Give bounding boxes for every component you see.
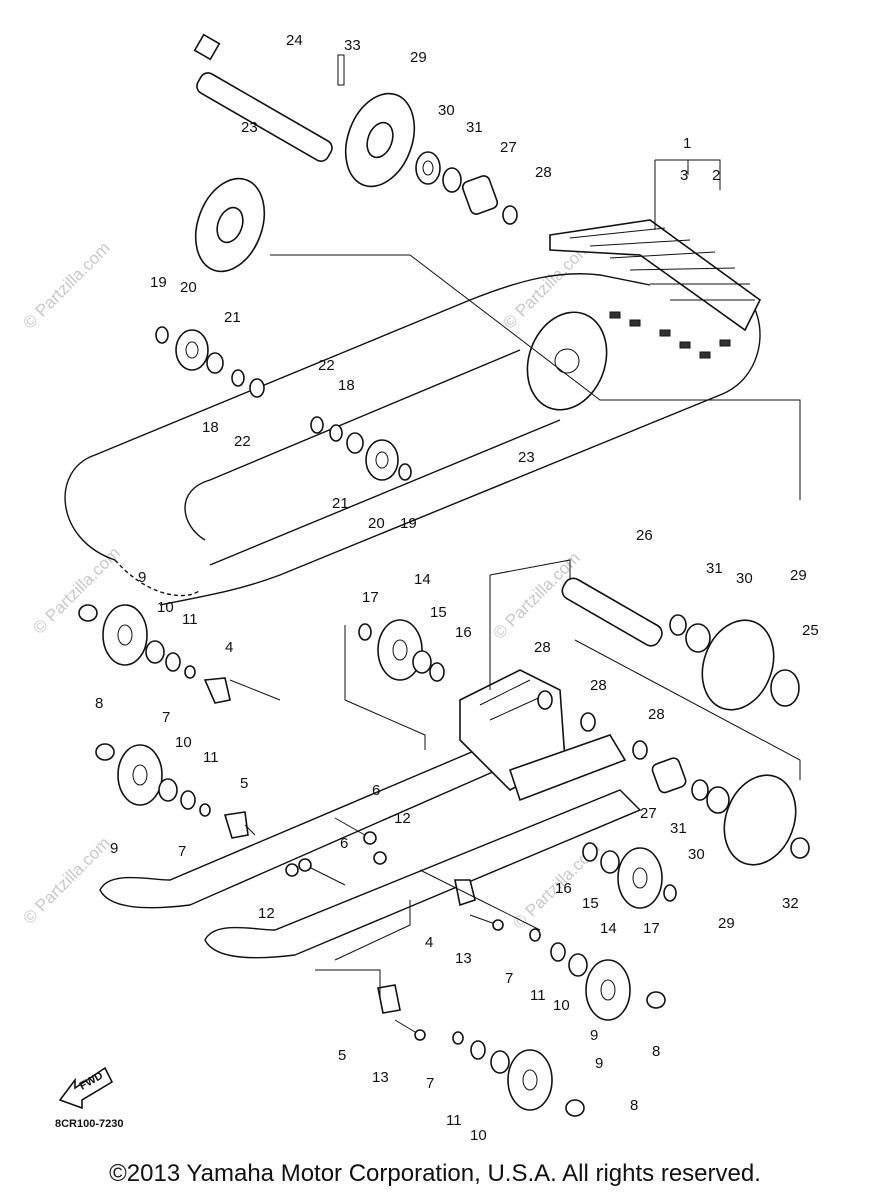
part-number-label: 9 xyxy=(110,840,118,857)
part-number-label: 16 xyxy=(555,880,572,897)
watermarks: © Partzilla.com © Partzilla.com © Partzi… xyxy=(19,238,603,932)
fasteners xyxy=(285,817,504,1041)
part-number-label: 30 xyxy=(438,102,455,119)
part-number-label: 9 xyxy=(595,1055,603,1072)
part-number-label: 24 xyxy=(286,32,303,49)
part-number-label: 13 xyxy=(455,950,472,967)
fwd-arrow: FWD xyxy=(58,1066,114,1110)
part-number-label: 14 xyxy=(600,920,617,937)
track-belt xyxy=(64,219,762,606)
watermark: © Partzilla.com xyxy=(19,238,113,332)
part-number-label: 18 xyxy=(202,419,219,436)
part-number-label: 8 xyxy=(630,1097,638,1114)
part-number-label: 7 xyxy=(426,1075,434,1092)
reference-lines xyxy=(229,159,801,1000)
part-number-label: 20 xyxy=(368,515,385,532)
part-number-label: 10 xyxy=(470,1127,487,1144)
rear-shaft xyxy=(561,577,663,647)
part-number-label: 12 xyxy=(394,810,411,827)
hex-end xyxy=(193,33,221,61)
idler-wheels xyxy=(78,604,677,1117)
part-number-label: 9 xyxy=(590,1027,598,1044)
part-number-label: 1 xyxy=(683,135,691,152)
part-number-label: 12 xyxy=(258,905,275,922)
watermark: © Partzilla.com xyxy=(19,833,113,927)
part-number-label: 27 xyxy=(500,139,517,156)
part-number-label: 21 xyxy=(332,495,349,512)
part-number-label: 29 xyxy=(718,915,735,932)
part-number-label: 14 xyxy=(414,571,431,588)
part-number-label: 7 xyxy=(178,843,186,860)
rear-axle-group xyxy=(537,577,810,866)
part-number-label: 3 xyxy=(680,167,688,184)
part-number-label: 30 xyxy=(736,570,753,587)
track-cleats xyxy=(549,219,762,359)
part-number-label: 10 xyxy=(553,997,570,1014)
part-number-label: 28 xyxy=(534,639,551,656)
part-number-label: 2 xyxy=(712,167,720,184)
part-number-label: 4 xyxy=(425,934,433,951)
part-number-label: 4 xyxy=(225,639,233,656)
part-number-label: 11 xyxy=(203,749,219,766)
part-number-label: 32 xyxy=(782,895,799,912)
part-number-label: 6 xyxy=(340,835,348,852)
part-number-label: 20 xyxy=(180,279,197,296)
slide-rails xyxy=(99,669,642,959)
part-number-label: 28 xyxy=(590,677,607,694)
part-number-label: 31 xyxy=(466,119,483,136)
part-number-label: 16 xyxy=(455,624,472,641)
part-number-label: 23 xyxy=(241,119,258,136)
part-number-label: 17 xyxy=(362,589,379,606)
part-number-label: 22 xyxy=(234,433,251,450)
copyright-notice: ©2013 Yamaha Motor Corporation, U.S.A. A… xyxy=(109,1160,761,1187)
part-number-label: 23 xyxy=(518,449,535,466)
part-number-label: 8 xyxy=(95,695,103,712)
part-number-label: 8 xyxy=(652,1043,660,1060)
part-number-label: 28 xyxy=(648,706,665,723)
part-number-label: 31 xyxy=(670,820,687,837)
part-number-label: 13 xyxy=(372,1069,389,1086)
part-number-label: 21 xyxy=(224,309,241,326)
part-number-label: 19 xyxy=(400,515,417,532)
part-number-label: 26 xyxy=(636,527,653,544)
part-number-label: 6 xyxy=(372,782,380,799)
part-number-label: 10 xyxy=(157,599,174,616)
part-number-label: 11 xyxy=(446,1112,462,1129)
axle-shaft xyxy=(196,72,333,162)
part-number-label: 11 xyxy=(182,611,198,628)
part-number-label: 11 xyxy=(530,987,546,1004)
left-bearing-stack xyxy=(155,326,412,481)
part-number-label: 15 xyxy=(582,895,599,912)
part-number-label: 25 xyxy=(802,622,819,639)
part-number-label: 22 xyxy=(318,357,335,374)
catalog-code: 8CR100-7230 xyxy=(55,1118,124,1130)
part-number-label: 5 xyxy=(338,1047,346,1064)
part-number-label: 27 xyxy=(640,805,657,822)
fwd-arrow-icon xyxy=(58,1066,114,1110)
part-number-label: 29 xyxy=(790,567,807,584)
part-number-label: 17 xyxy=(643,920,660,937)
part-number-label: 10 xyxy=(175,734,192,751)
part-number-label: 31 xyxy=(706,560,723,577)
part-number-label: 33 xyxy=(344,37,361,54)
part-number-label: 30 xyxy=(688,846,705,863)
part-number-label: 29 xyxy=(410,49,427,66)
front-axle-group xyxy=(193,33,608,411)
part-number-label: 7 xyxy=(505,970,513,987)
part-number-label: 9 xyxy=(138,569,146,586)
part-number-label: 5 xyxy=(240,775,248,792)
part-number-label: 19 xyxy=(150,274,167,291)
part-number-label: 18 xyxy=(338,377,355,394)
part-number-label: 28 xyxy=(535,164,552,181)
part-number-label: 7 xyxy=(162,709,170,726)
part-number-label: 15 xyxy=(430,604,447,621)
